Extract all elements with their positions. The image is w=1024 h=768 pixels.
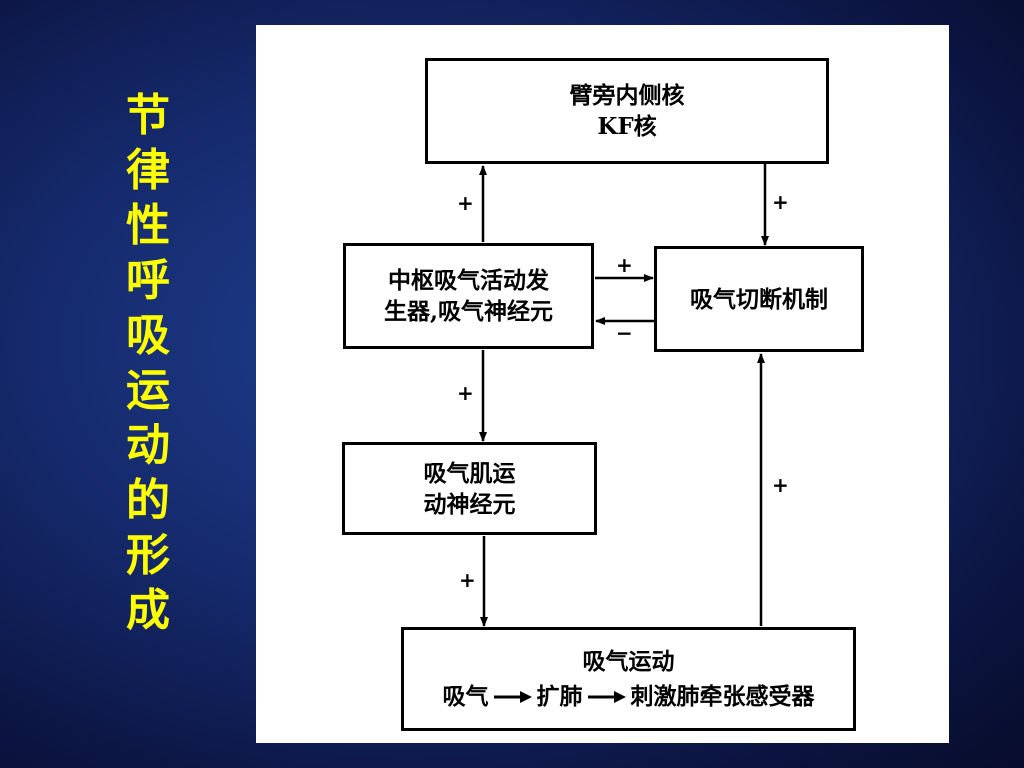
title-char: 动 bbox=[126, 420, 170, 471]
title-char: 呼 bbox=[126, 255, 170, 306]
chain-arrow-icon bbox=[587, 690, 626, 703]
node-label: 中枢吸气活动发 bbox=[388, 267, 549, 294]
node-inspiratory-center: 中枢吸气活动发 生器,吸气神经元 bbox=[343, 243, 594, 349]
chain-arrow-icon bbox=[493, 690, 532, 703]
sign-movement-to-cutoff: + bbox=[772, 473, 789, 497]
title-char: 节 bbox=[126, 90, 170, 141]
connector-layer bbox=[479, 164, 769, 627]
process-step: 吸气 bbox=[442, 683, 489, 710]
title-char: 运 bbox=[126, 365, 170, 416]
node-inspiratory-motor-neuron: 吸气肌运 动神经元 bbox=[342, 442, 597, 535]
title-char: 性 bbox=[126, 200, 170, 251]
sign-center-to-cutoff: + bbox=[616, 253, 633, 277]
sign-center-to-motor: + bbox=[457, 381, 474, 405]
slide-title-vertical: 节 律 性 呼 吸 运 动 的 形 成 bbox=[118, 88, 178, 638]
title-char: 律 bbox=[126, 145, 170, 196]
sign-kf-to-cutoff: + bbox=[772, 190, 789, 214]
process-step: 扩肺 bbox=[536, 683, 583, 710]
title-char: 的 bbox=[126, 475, 170, 526]
node-label: 吸气肌运 bbox=[423, 459, 516, 487]
node-inspiratory-movement: 吸气运动 吸气 扩肺 刺激肺牵张感受器 bbox=[401, 627, 856, 731]
sign-center-to-kf: + bbox=[457, 191, 474, 215]
title-char: 吸 bbox=[126, 310, 170, 361]
node-label: KF核 bbox=[597, 113, 657, 140]
sign-motor-to-movement: + bbox=[459, 568, 476, 592]
node-kf-nucleus: 臂旁内侧核 KF核 bbox=[425, 58, 829, 164]
node-label: 臂旁内侧核 bbox=[569, 82, 685, 109]
title-char: 成 bbox=[126, 585, 170, 636]
node-title: 吸气运动 bbox=[582, 648, 675, 675]
sign-cutoff-to-center: − bbox=[616, 321, 633, 345]
process-chain: 吸气 扩肺 刺激肺牵张感受器 bbox=[443, 681, 815, 712]
title-char: 形 bbox=[126, 530, 170, 581]
diagram-panel: 臂旁内侧核 KF核 中枢吸气活动发 生器,吸气神经元 吸气切断机制 吸气肌运 动… bbox=[256, 25, 949, 743]
node-label: 动神经元 bbox=[423, 490, 516, 518]
node-inspiratory-cutoff: 吸气切断机制 bbox=[654, 246, 864, 352]
process-step: 刺激肺牵张感受器 bbox=[630, 683, 815, 710]
node-label: 吸气切断机制 bbox=[690, 285, 828, 313]
node-label: 生器,吸气神经元 bbox=[383, 298, 553, 325]
